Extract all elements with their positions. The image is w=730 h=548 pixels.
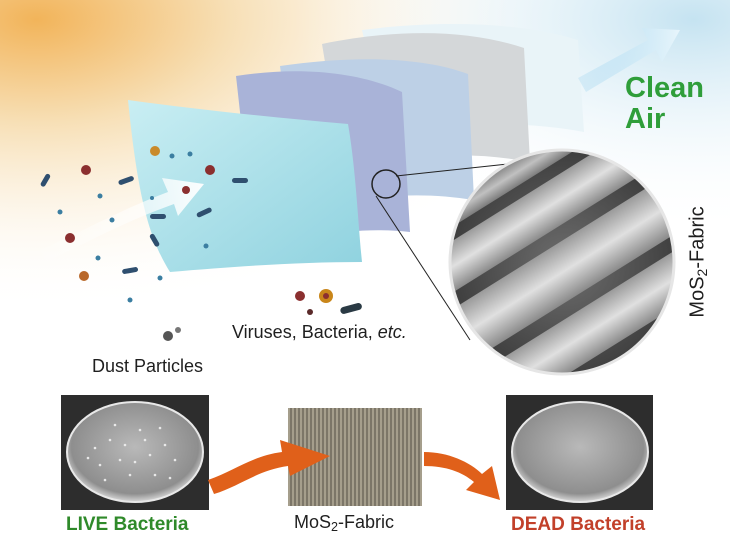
virus-icon <box>205 165 215 175</box>
fabric-vertical-label: MoS2-Fabric <box>686 206 710 318</box>
bacteria-icon <box>122 267 139 274</box>
bacteria-icon <box>340 303 362 314</box>
clean-air-label-line1: Clean <box>625 72 704 104</box>
bacteria-icon <box>196 207 212 218</box>
dust-particle-icon <box>175 327 181 333</box>
dust-particle-icon <box>163 331 173 341</box>
dead-bacteria-label: DEAD Bacteria <box>511 514 646 535</box>
airflow-arrow-icon <box>40 178 204 262</box>
clean-air-arrow-icon <box>578 28 680 92</box>
bacteria-icon <box>118 176 134 185</box>
process-arrow-icon <box>208 440 330 494</box>
pathogen-label: Viruses, Bacteria, etc. <box>232 322 407 342</box>
bacteria-icon <box>150 214 166 219</box>
bacteria-icon <box>149 233 160 247</box>
dust-legend-icons <box>163 327 181 341</box>
pathogen-legend-icons <box>295 289 362 315</box>
virus-icon <box>295 291 305 301</box>
fabric-bottom-label: MoS2-Fabric <box>294 512 395 535</box>
live-bacteria-label: LIVE Bacteria <box>66 514 189 535</box>
virus-icon <box>182 186 190 194</box>
incoming-particles <box>40 146 248 303</box>
virus-icon <box>65 233 75 243</box>
virus-icon <box>79 271 89 281</box>
dust-label: Dust Particles <box>92 356 204 376</box>
bacteria-icon <box>40 173 51 187</box>
virus-icon <box>150 146 160 156</box>
bacteria-icon <box>232 178 248 183</box>
clean-air-label-line2: Air <box>625 103 666 135</box>
process-arrow-icon <box>424 452 500 500</box>
mask-front-layer <box>128 100 362 272</box>
petri-dish-dead <box>506 395 653 510</box>
petri-dish-live <box>61 395 209 510</box>
virus-icon <box>81 165 91 175</box>
